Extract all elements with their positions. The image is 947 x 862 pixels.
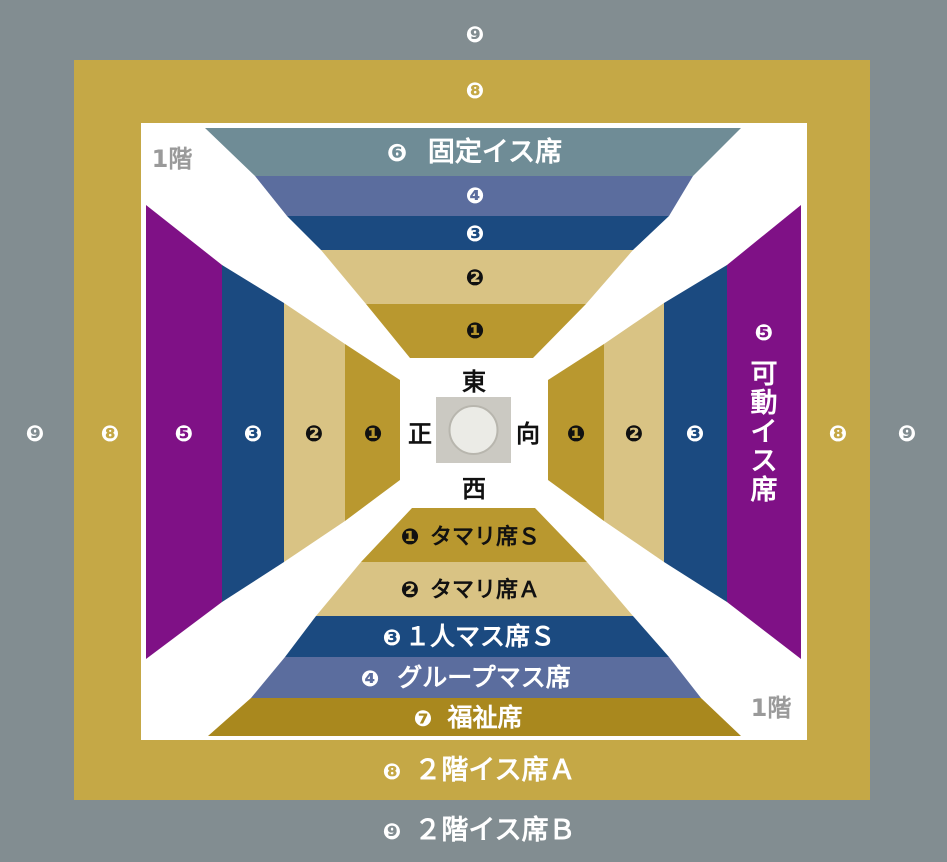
- welfare-marker: ❼: [414, 707, 433, 732]
- marker-8-left: ❽: [101, 422, 120, 447]
- marker-3-top: ❸: [466, 222, 485, 247]
- zone-movable-chair-left[interactable]: [146, 205, 222, 659]
- zone-fixed-chair[interactable]: [205, 128, 741, 176]
- single-masu-label: １人マス席Ｓ: [405, 622, 555, 651]
- movable-chair-char-2: 動: [751, 388, 778, 419]
- zone-tamari-s[interactable]: [361, 508, 587, 562]
- tamari-a-label: タマリ席Ａ: [430, 577, 540, 603]
- group-masu-label: グループマス席: [397, 663, 571, 692]
- zone-tamari-a[interactable]: [316, 562, 633, 616]
- zone-movable-chair[interactable]: [727, 205, 801, 659]
- movable-chair-char-1: 可: [751, 359, 778, 390]
- direction-west: 西: [462, 475, 486, 503]
- dohyo-ring: [448, 405, 499, 455]
- marker-2-left: ❷: [305, 422, 324, 447]
- marker-9-left: ❾: [26, 422, 45, 447]
- direction-front: 正: [408, 420, 432, 448]
- marker-1-left: ❶: [364, 422, 383, 447]
- movable-chair-char-4: ス: [751, 446, 778, 477]
- zone-single-masu-left[interactable]: [222, 265, 284, 602]
- second-floor-a-label: ２階イス席Ａ: [414, 754, 575, 786]
- zone-welfare[interactable]: [208, 698, 741, 736]
- zone-tamari-s-top[interactable]: [366, 304, 586, 358]
- second-floor-b-label: ２階イス席Ｂ: [414, 814, 575, 846]
- movable-chair-char-5: 席: [751, 474, 778, 506]
- movable-chair-marker: ❺: [755, 321, 774, 346]
- direction-east: 東: [462, 368, 486, 396]
- tamari-a-marker: ❷: [401, 578, 420, 603]
- zone-tamari-s-left[interactable]: [345, 344, 400, 521]
- zone-single-masu-top[interactable]: [287, 216, 669, 250]
- floor-label-top-left: 1階: [152, 145, 193, 173]
- second-floor-b-marker: ❾: [383, 820, 402, 845]
- zone-group-masu-top[interactable]: [255, 176, 693, 216]
- zone-group-masu[interactable]: [251, 657, 701, 698]
- floor-label-bottom-right: 1階: [751, 694, 792, 722]
- zone-tamari-a-right[interactable]: [604, 303, 664, 562]
- marker-9-top: ❾: [466, 23, 485, 48]
- marker-3-right: ❸: [686, 422, 705, 447]
- second-floor-a-marker: ❽: [383, 760, 402, 785]
- marker-3-left: ❸: [244, 422, 263, 447]
- marker-2-right: ❷: [625, 422, 644, 447]
- movable-chair-char-3: イ: [751, 417, 778, 448]
- zone-tamari-s-right[interactable]: [548, 344, 604, 521]
- zone-single-masu-right[interactable]: [664, 265, 727, 602]
- group-masu-marker: ❹: [361, 667, 380, 692]
- fixed-chair-label: 固定イス席: [428, 136, 562, 168]
- zone-single-masu[interactable]: [285, 616, 669, 657]
- tamari-s-label: タマリ席Ｓ: [430, 524, 540, 550]
- zone-tamari-a-left[interactable]: [284, 303, 345, 562]
- marker-5-left: ❺: [175, 422, 194, 447]
- zone-tamari-a-top[interactable]: [321, 250, 633, 304]
- marker-4-top: ❹: [466, 184, 485, 209]
- direction-opposite: 向: [516, 420, 540, 448]
- tamari-s-marker: ❶: [401, 525, 420, 550]
- marker-9-right: ❾: [898, 422, 917, 447]
- marker-1-right: ❶: [567, 422, 586, 447]
- marker-8-top: ❽: [466, 79, 485, 104]
- marker-2-top: ❷: [466, 266, 485, 291]
- welfare-label: 福祉席: [446, 703, 522, 732]
- single-masu-marker: ❸: [383, 626, 402, 651]
- marker-8-right: ❽: [829, 422, 848, 447]
- fixed-chair-marker: ❻: [387, 139, 407, 167]
- marker-1-top: ❶: [466, 319, 485, 344]
